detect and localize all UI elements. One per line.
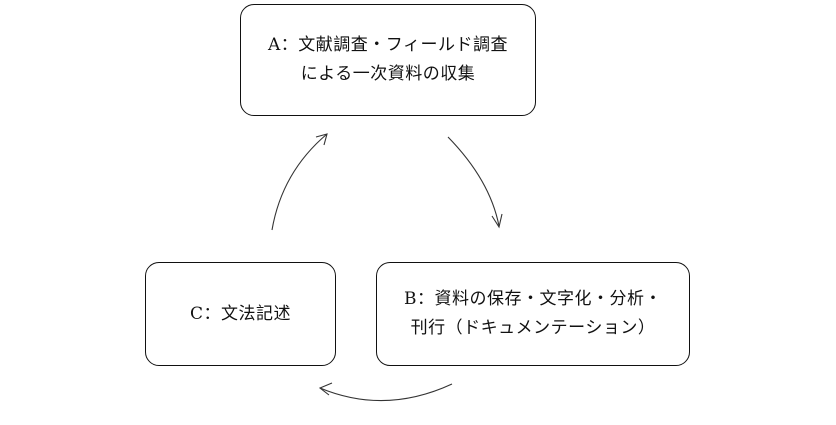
node-b-line-2: 刊行（ドキュメンテーション）	[410, 318, 656, 338]
node-c-grammar-description: C：文法記述	[145, 262, 336, 366]
arrow-c-to-a	[271, 133, 328, 231]
node-a-line-2: による一次資料の収集	[300, 64, 476, 84]
arrow-b-to-c	[318, 382, 453, 402]
node-a-line-1: A：文献調査・フィールド調査	[268, 35, 508, 56]
node-a-document-collection: A：文献調査・フィールド調査 による一次資料の収集	[240, 4, 536, 116]
node-c-line-1: C：文法記述	[189, 303, 291, 324]
arrow-a-to-b	[447, 136, 503, 229]
node-b-line-1: B：資料の保存・文字化・分析・	[404, 289, 662, 310]
node-b-documentation: B：資料の保存・文字化・分析・ 刊行（ドキュメンテーション）	[376, 262, 690, 366]
